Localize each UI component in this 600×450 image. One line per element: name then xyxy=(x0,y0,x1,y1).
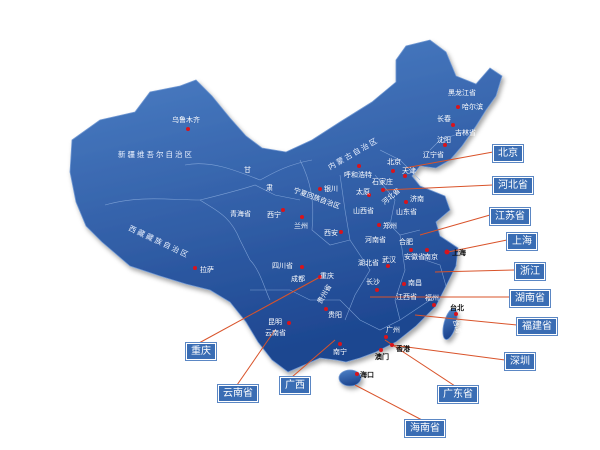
callout-hainan: 海南省 xyxy=(405,420,445,437)
city-lanzhou: 兰州 xyxy=(294,221,308,230)
city-nanchang: 南昌 xyxy=(408,278,422,287)
callout-beijing: 北京 xyxy=(493,145,523,162)
callout-chongqing: 重庆 xyxy=(186,343,216,360)
callout-yunnan: 云南省 xyxy=(218,385,258,402)
city-yinchuan: 银川 xyxy=(324,184,338,193)
callout-jiangsu: 江苏省 xyxy=(490,208,530,225)
city-kunming: 昆明 xyxy=(268,318,282,326)
city-harbin: 哈尔滨 xyxy=(462,102,483,111)
callout-guangxi: 广西 xyxy=(280,377,310,394)
city-lhasa: 拉萨 xyxy=(200,265,214,274)
region-jilin: 吉林省 xyxy=(455,128,476,137)
region-shanxi: 山西省 xyxy=(353,206,374,215)
city-nanning: 南宁 xyxy=(333,347,347,356)
callout-shanghai: 上海 xyxy=(507,233,537,250)
city-shenyang: 沈阳 xyxy=(437,135,451,144)
city-hohhot: 呼和浩特 xyxy=(344,170,372,179)
region-su: 肃 xyxy=(266,183,273,192)
city-shanghai: 上海 xyxy=(452,248,466,257)
city-guangzhou: 广州 xyxy=(386,325,400,334)
region-jiangxi: 江西省 xyxy=(396,292,417,301)
city-dots xyxy=(186,105,460,376)
city-hongkong: 香港 xyxy=(395,344,411,353)
city-chengdu: 成都 xyxy=(291,274,305,283)
city-taipei: 台北 xyxy=(450,303,464,312)
city-taiyuan: 太原 xyxy=(356,187,370,196)
city-changsha: 长沙 xyxy=(366,277,380,286)
city-wuhan: 武汉 xyxy=(382,255,396,264)
city-jinan: 济南 xyxy=(410,194,424,203)
province-borders xyxy=(104,129,471,331)
callout-zhejiang: 浙江 xyxy=(515,263,545,280)
city-guiyang: 贵阳 xyxy=(328,310,342,319)
city-zhengzhou: 郑州 xyxy=(383,222,397,230)
leader-lines xyxy=(198,151,518,421)
callout-fujian: 福建省 xyxy=(517,318,557,335)
city-changchun: 长春 xyxy=(437,114,451,123)
city-hefei: 合肥 xyxy=(399,237,413,246)
city-chongqing: 重庆 xyxy=(320,271,334,280)
region-yunnan: 云南省 xyxy=(265,328,286,337)
region-heilongjiang: 黑龙江省 xyxy=(448,88,476,97)
city-haikou: 海口 xyxy=(360,370,374,379)
callout-guangdong: 广东省 xyxy=(438,386,478,403)
city-labels: 乌鲁木齐 拉萨 西宁 兰州 银川 呼和浩特 北京 天津 石家庄 太原 济南 郑州… xyxy=(172,102,483,379)
city-xining: 西宁 xyxy=(267,210,281,219)
region-sichuan: 四川省 xyxy=(272,261,293,270)
region-henan: 河南省 xyxy=(365,235,386,244)
region-anhui: 安徽省 xyxy=(404,252,425,261)
callout-shenzhen: 深圳 xyxy=(505,353,535,370)
region-qinghai: 青海省 xyxy=(230,209,251,218)
city-beijing: 北京 xyxy=(387,157,401,166)
city-urumqi: 乌鲁木齐 xyxy=(172,115,200,124)
city-fuzhou: 福州 xyxy=(425,293,439,302)
city-tianjin: 天津 xyxy=(402,167,416,175)
callout-hunan: 湖南省 xyxy=(510,290,550,307)
region-gan: 甘 xyxy=(244,165,251,174)
region-liaoning: 辽宁省 xyxy=(423,150,444,159)
callout-hebei: 河北省 xyxy=(493,177,533,194)
city-nanjing: 南京 xyxy=(424,252,438,261)
city-macau: 澳门 xyxy=(375,352,389,361)
region-hubei: 湖北省 xyxy=(358,258,379,267)
land xyxy=(69,39,503,387)
region-shandong: 山东省 xyxy=(396,207,417,216)
region-taiwan: 台湾 xyxy=(451,318,463,334)
city-shijiazhuang: 石家庄 xyxy=(372,177,393,186)
city-xian: 西安 xyxy=(324,228,338,237)
region-xinjiang: 新疆维吾尔自治区 xyxy=(118,149,194,159)
